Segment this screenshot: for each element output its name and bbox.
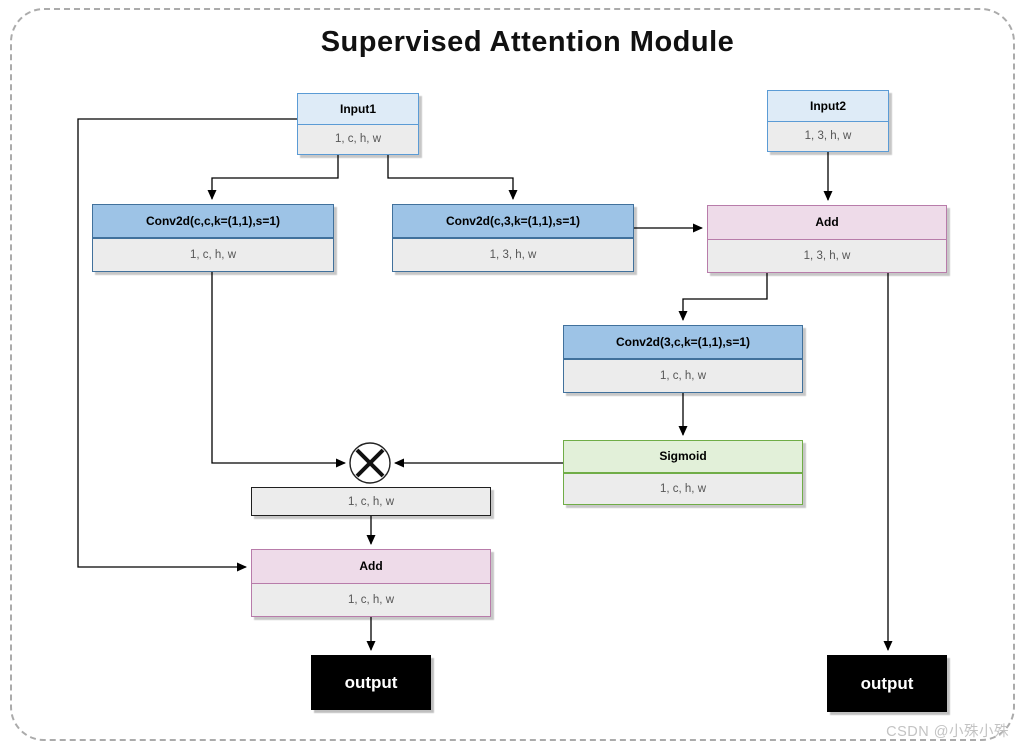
- node-conv2d-c3: Conv2d(c,3,k=(1,1),s=1) 1, 3, h, w: [392, 204, 634, 272]
- node-conv2d-3c-shape: 1, c, h, w: [564, 360, 802, 392]
- edge-input1-to-conv-cc: [207, 155, 339, 200]
- node-input2-shape: 1, 3, h, w: [768, 121, 888, 151]
- edge-add-top-to-conv-3c: [678, 273, 768, 321]
- node-add-bottom: Add 1, c, h, w: [251, 549, 491, 617]
- node-conv2d-3c-label: Conv2d(3,c,k=(1,1),s=1): [564, 326, 802, 360]
- node-input2: Input2 1, 3, h, w: [767, 90, 889, 152]
- node-input1: Input1 1, c, h, w: [297, 93, 419, 155]
- node-conv2d-c3-shape: 1, 3, h, w: [393, 239, 633, 271]
- node-input2-label: Input2: [768, 91, 888, 122]
- node-conv2d-cc-shape: 1, c, h, w: [93, 239, 333, 271]
- node-add-top-shape: 1, 3, h, w: [708, 239, 946, 272]
- node-multiply-result-shape: 1, c, h, w: [251, 487, 491, 516]
- edge-input1-to-conv-c3: [387, 155, 518, 200]
- node-add-top-label: Add: [708, 206, 946, 240]
- node-output-right: output: [827, 655, 947, 712]
- node-input1-label: Input1: [298, 94, 418, 125]
- node-conv2d-c3-label: Conv2d(c,3,k=(1,1),s=1): [393, 205, 633, 239]
- node-sigmoid-shape: 1, c, h, w: [564, 473, 802, 504]
- node-conv2d-cc: Conv2d(c,c,k=(1,1),s=1) 1, c, h, w: [92, 204, 334, 272]
- csdn-watermark: CSDN @小殊小殊: [886, 724, 1009, 740]
- node-add-bottom-label: Add: [252, 550, 490, 584]
- node-sigmoid-label: Sigmoid: [564, 441, 802, 474]
- node-conv2d-cc-label: Conv2d(c,c,k=(1,1),s=1): [93, 205, 333, 239]
- multiply-icon: [349, 442, 391, 484]
- edge-conv-cc-to-multiply: [211, 272, 346, 468]
- node-input1-shape: 1, c, h, w: [298, 124, 418, 154]
- diagram-title: Supervised Attention Module: [320, 26, 735, 58]
- node-add-top: Add 1, 3, h, w: [707, 205, 947, 273]
- node-output-left: output: [311, 655, 431, 710]
- node-conv2d-3c: Conv2d(3,c,k=(1,1),s=1) 1, c, h, w: [563, 325, 803, 393]
- node-sigmoid: Sigmoid 1, c, h, w: [563, 440, 803, 505]
- node-add-bottom-shape: 1, c, h, w: [252, 583, 490, 616]
